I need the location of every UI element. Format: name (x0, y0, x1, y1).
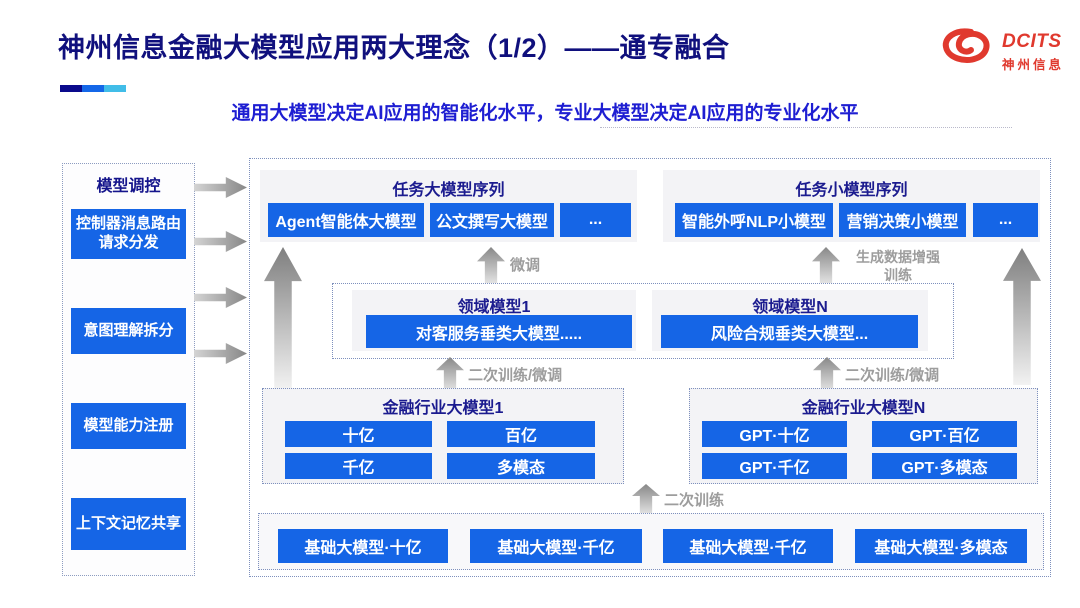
customer-service-model-button: 对客服务垂类大模型..... (366, 315, 632, 348)
domain-model-n-title: 领域模型N (752, 299, 828, 316)
domain-model-1-title: 领域模型1 (457, 299, 531, 316)
model-size-button: GPT·多模态 (872, 453, 1017, 479)
dotted-divider (600, 127, 1012, 128)
accent-bar-segment (104, 85, 126, 92)
risk-compliance-model-button: 风险合规垂类大模型... (661, 315, 918, 348)
gen-data-augment-label: 生成数据增强 训练 (856, 249, 940, 283)
document-writing-model-button: 公文撰写大模型 (430, 203, 554, 237)
dcits-logo: DCITS 神州信息 (940, 24, 1064, 75)
accent-bar (60, 85, 126, 92)
nlp-outbound-model-button: 智能外呼NLP小模型 (675, 203, 833, 237)
accent-bar-segment (60, 85, 82, 92)
accent-bar-segment (82, 85, 104, 92)
model-size-button: 百亿 (447, 421, 595, 447)
logo-chinese-name: 神州信息 (1002, 58, 1065, 72)
model-size-button: 十亿 (285, 421, 432, 447)
model-control-panel: 模型调控 控制器消息路由请求分发 意图理解拆分 模型能力注册 上下文记忆共享 (62, 163, 195, 576)
sidebar-item-intent: 意图理解拆分 (71, 308, 186, 354)
more-large-models-button: ... (560, 203, 631, 237)
slide-subtitle: 通用大模型决定AI应用的智能化水平，专业大模型决定AI应用的专业化水平 (231, 103, 859, 124)
sidebar-item-router: 控制器消息路由请求分发 (71, 209, 186, 259)
industry-model-1-title: 金融行业大模型1 (382, 400, 504, 417)
right-arrow-icon (194, 343, 247, 364)
task-large-model-title: 任务大模型序列 (392, 182, 505, 199)
model-size-button: 千亿 (285, 453, 432, 479)
sidebar-item-register: 模型能力注册 (71, 403, 186, 449)
model-size-button: GPT·千亿 (702, 453, 847, 479)
right-arrow-icon (194, 231, 247, 252)
dcits-swirl-icon (940, 24, 996, 75)
base-model-button: 基础大模型·十亿 (278, 529, 448, 563)
right-arrow-icon (194, 177, 247, 198)
base-model-button: 基础大模型·多模态 (855, 529, 1027, 563)
agent-large-model-button: Agent智能体大模型 (268, 203, 424, 237)
page-title: 神州信息金融大模型应用两大理念（1/2）——通专融合 (58, 33, 730, 63)
finetune-label: 微调 (510, 257, 541, 274)
more-small-models-button: ... (973, 203, 1038, 237)
base-model-button: 基础大模型·千亿 (663, 529, 833, 563)
marketing-decision-model-button: 营销决策小模型 (839, 203, 966, 237)
logo-wordmark: DCITS (1002, 31, 1062, 52)
base-model-button: 基础大模型·千亿 (470, 529, 642, 563)
retrain-finetune-label-left: 二次训练/微调 (468, 367, 563, 384)
industry-model-n-title: 金融行业大模型N (801, 400, 926, 417)
task-small-model-title: 任务小模型序列 (795, 182, 908, 199)
retrain-label: 二次训练 (664, 492, 725, 509)
model-size-button: GPT·百亿 (872, 421, 1017, 447)
retrain-finetune-label-right: 二次训练/微调 (845, 367, 940, 384)
model-size-button: 多模态 (447, 453, 595, 479)
sidebar-item-context: 上下文记忆共享 (71, 498, 186, 550)
right-arrow-icon (194, 287, 247, 308)
model-control-title: 模型调控 (96, 178, 161, 195)
model-size-button: GPT·十亿 (702, 421, 847, 447)
